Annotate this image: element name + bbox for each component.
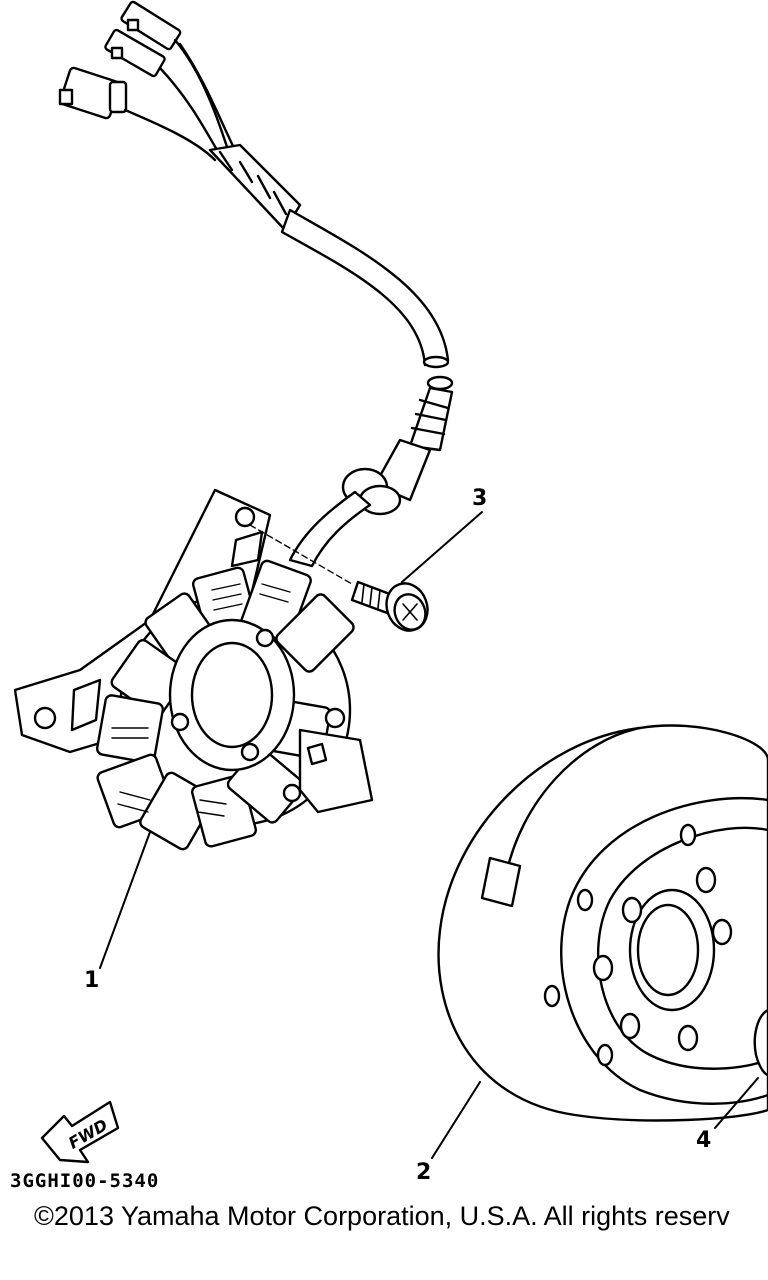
wire-harness	[58, 0, 454, 568]
fwd-arrow-icon	[40, 1100, 120, 1164]
callout-4: 4	[696, 1128, 712, 1153]
callout-1: 1	[84, 968, 100, 993]
callout-2: 2	[416, 1160, 432, 1185]
flywheel-rotor	[437, 724, 768, 1122]
stator-assembly	[13, 488, 374, 851]
copyright-notice: ©2013 Yamaha Motor Corporation, U.S.A. A…	[34, 1201, 730, 1231]
coupler-connector	[58, 66, 128, 120]
screw	[249, 524, 429, 632]
leader-lines	[99, 511, 759, 1159]
woodruff-key-part	[753, 1008, 768, 1077]
part-code: 3GGHI00-5340	[10, 1170, 160, 1192]
callout-3: 3	[472, 486, 488, 511]
